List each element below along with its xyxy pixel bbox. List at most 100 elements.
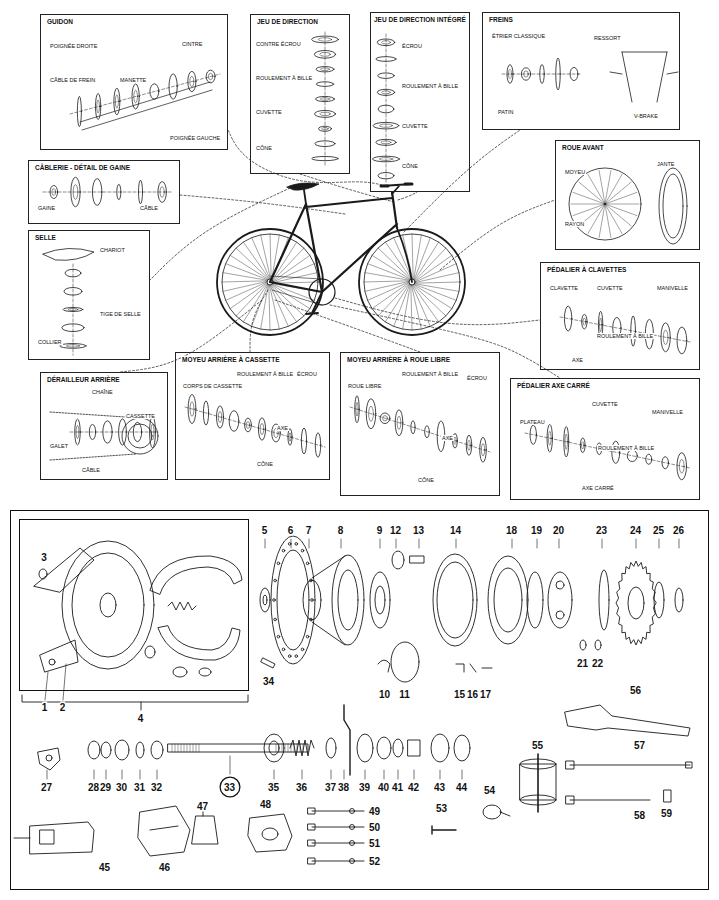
axis-line xyxy=(73,264,74,355)
part-label: ROULEMENT À BILLE xyxy=(236,371,294,377)
leader-line xyxy=(94,770,95,779)
part-sketch xyxy=(117,184,121,199)
part-sketch xyxy=(97,100,100,113)
leader-line xyxy=(380,539,381,548)
part-label: AXE xyxy=(441,435,454,441)
leader-line xyxy=(419,539,420,548)
callout-number: 49 xyxy=(369,805,380,816)
leader-line xyxy=(414,770,415,779)
part-label: CÔNE xyxy=(401,163,419,169)
bb-cup xyxy=(520,795,556,805)
part-sketch xyxy=(540,65,544,84)
spoke xyxy=(230,255,268,279)
part-label: CINTRE xyxy=(181,41,203,47)
sprocket xyxy=(616,561,656,645)
spoke-sketch xyxy=(599,171,605,204)
part-sketch xyxy=(169,74,177,99)
part-sketch xyxy=(468,440,471,450)
leader-line xyxy=(274,770,275,779)
leader-line xyxy=(157,770,158,779)
planet xyxy=(556,581,564,589)
cable-end xyxy=(686,762,692,768)
callout-number: 30 xyxy=(116,781,127,792)
spoke-sketch xyxy=(605,182,631,204)
vbrake-sketch xyxy=(610,52,678,102)
part-sketch xyxy=(380,413,390,424)
spoke xyxy=(415,242,439,280)
shifter xyxy=(14,822,94,854)
part-label: RESSORT xyxy=(593,35,622,41)
part-sketch xyxy=(376,139,396,145)
hub-flange xyxy=(277,550,309,650)
part-label: MOYEU xyxy=(564,169,586,175)
callout-number: 48 xyxy=(260,798,271,809)
shifter xyxy=(150,826,178,830)
callout-number: 47 xyxy=(197,800,208,811)
part-sketch xyxy=(320,52,331,56)
spoke-hole xyxy=(282,648,285,651)
leader-line xyxy=(265,539,266,548)
spoke xyxy=(270,234,271,279)
part-sketch xyxy=(246,422,249,429)
washer xyxy=(527,572,543,628)
part-sketch xyxy=(132,84,139,109)
panel: ROUE AVANTMOYEURAYONJANTE xyxy=(555,140,700,250)
spoke xyxy=(365,273,410,281)
spoke-sketch xyxy=(605,204,631,226)
part-sketch xyxy=(507,65,513,84)
panel-heading: DÉRAILLEUR ARRIÈRE xyxy=(46,376,121,383)
part-sketch xyxy=(582,314,587,329)
panel-sketch xyxy=(50,412,160,460)
shifter xyxy=(192,810,218,844)
spoke-hole xyxy=(295,543,298,546)
dashed-lead xyxy=(404,130,520,232)
spoke-hole xyxy=(288,543,291,546)
spoke xyxy=(261,235,271,279)
cone xyxy=(269,741,279,755)
thread xyxy=(172,744,173,752)
spoke-hole xyxy=(282,549,285,552)
callout-number: 32 xyxy=(151,781,162,792)
part-sketch xyxy=(376,57,396,62)
part-sketch xyxy=(369,406,374,421)
part-sketch xyxy=(208,73,212,79)
part-label: CONTRE ÉCROU xyxy=(255,41,302,47)
nut xyxy=(88,741,100,759)
panel: JEU DE DIRECTIONCONTRE ÉCROUROULEMENT À … xyxy=(250,14,350,174)
panel-heading: MOYEU ARRIÈRE À ROUE LIBRE xyxy=(346,356,451,363)
part-label: CUVETTE xyxy=(401,123,429,129)
handlebar-sketch xyxy=(80,82,212,130)
spoke xyxy=(415,273,459,283)
thread xyxy=(285,744,286,752)
callout-number: 41 xyxy=(392,781,403,792)
part-label: CASSETTE xyxy=(125,413,156,419)
part-sketch xyxy=(677,453,687,480)
part-sketch xyxy=(160,187,164,197)
part-label: ROULEMENT À BILLE xyxy=(597,445,655,451)
part-sketch xyxy=(50,185,58,198)
driver xyxy=(375,586,385,614)
part-sketch xyxy=(312,156,339,160)
part-sketch xyxy=(355,396,359,423)
part-sketch xyxy=(397,416,401,429)
part-sketch xyxy=(627,450,637,462)
leader-line xyxy=(384,770,385,779)
part-sketch xyxy=(631,316,636,346)
panel: FREINSÉTRIER CLASSIQUEPATINRESSORTV-BRAK… xyxy=(482,12,680,130)
callout-number: 18 xyxy=(506,524,517,535)
part-sketch xyxy=(662,457,668,469)
crank xyxy=(306,292,322,314)
seatpost xyxy=(304,190,306,204)
part-sketch xyxy=(203,401,208,425)
leader-line xyxy=(396,539,397,548)
cable-nipple xyxy=(350,859,355,864)
callout-number: 28 xyxy=(88,781,99,792)
part-sketch xyxy=(377,39,395,46)
spacer xyxy=(654,582,664,618)
bicycle xyxy=(217,183,465,335)
part-sketch xyxy=(103,421,112,443)
part-sketch xyxy=(92,179,101,206)
spoke-hole xyxy=(277,562,280,565)
spoke xyxy=(414,285,452,309)
part-label: ROULEMENT À BILLE xyxy=(401,371,459,377)
